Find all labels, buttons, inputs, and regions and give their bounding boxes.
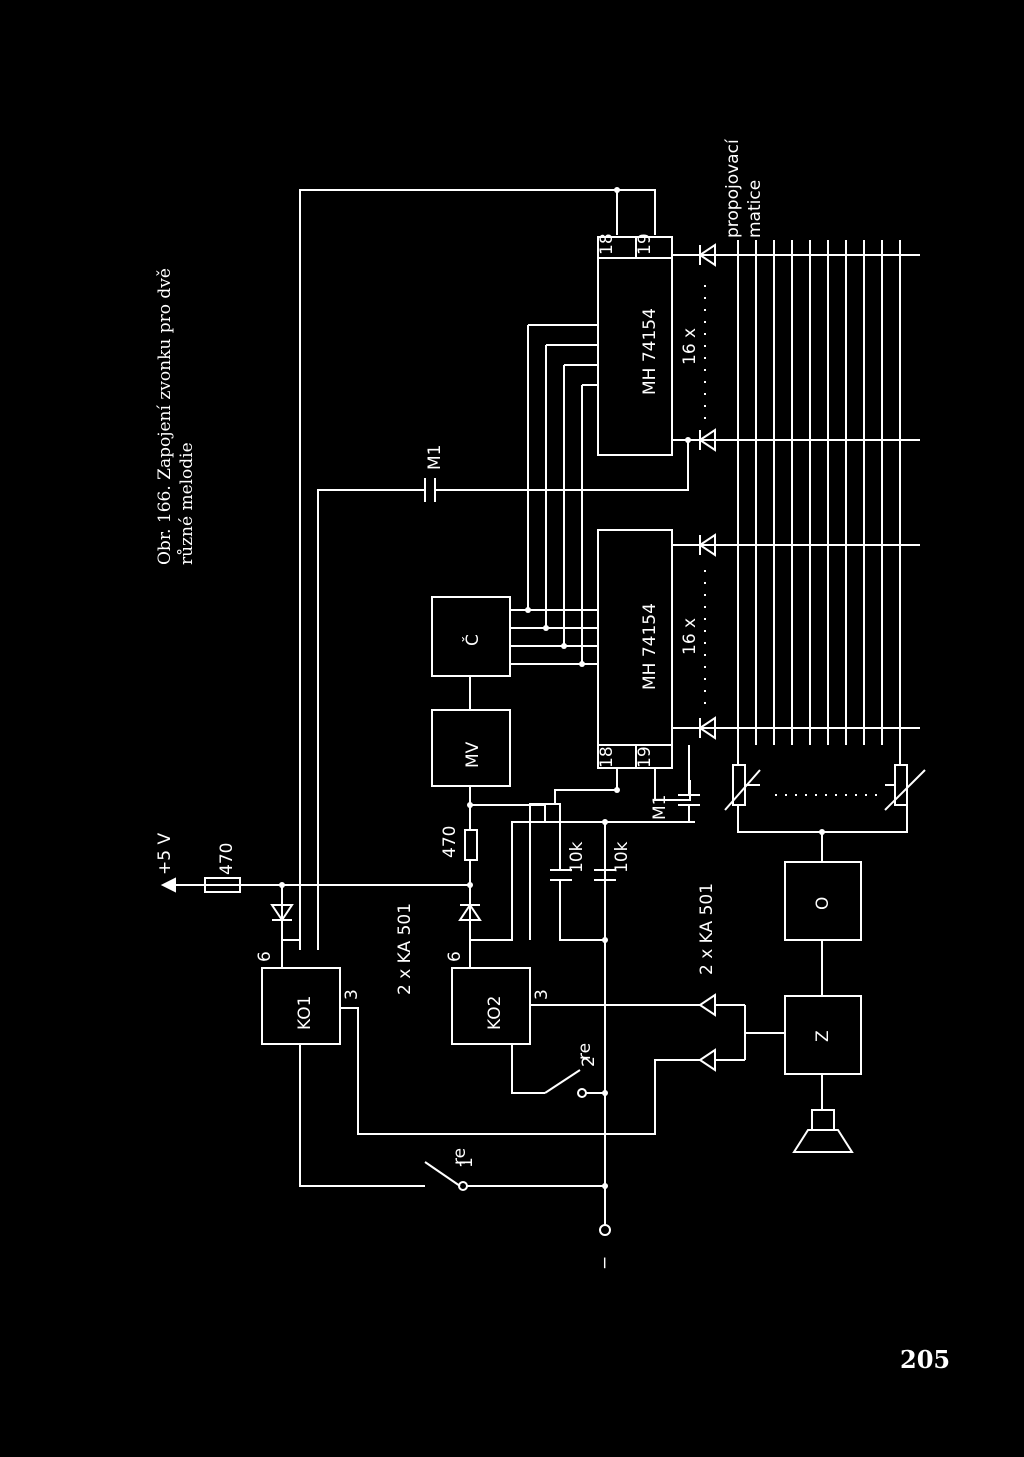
osc-label: O	[813, 897, 833, 910]
ko1-pin3: 3	[342, 989, 362, 1000]
capacitor-m1-top: M1	[424, 445, 445, 502]
cap-m1-bottom-label: M1	[650, 795, 670, 820]
capacitor-m1-bottom: M1	[650, 745, 700, 822]
amp-label: Z	[813, 1030, 833, 1042]
count16-lower: 16 x	[680, 618, 700, 655]
capacitors-10k: 10k 10k	[550, 841, 632, 941]
speaker-icon	[792, 1109, 854, 1153]
count16-upper: 16 x	[680, 328, 700, 365]
ic1-pin19: 19	[635, 233, 655, 255]
ic2-pin19: 19	[635, 746, 655, 768]
ko1-pin6: 6	[255, 951, 275, 962]
ko2-block: KO2 470 6 3 re 2	[440, 790, 700, 1098]
matrix-label-2: matice	[745, 180, 765, 238]
ic-mh74154-upper: 18 19 MH 74154	[597, 233, 691, 456]
ko1-label: KO1	[295, 996, 315, 1030]
ic-mh74154-lower: 18 19 MH 74154	[554, 529, 691, 805]
cap-m1-top-label: M1	[425, 445, 445, 470]
connection-matrix: propojovací matice	[723, 138, 901, 745]
counter-block: Č	[431, 324, 598, 677]
amplifier-block: Z	[698, 993, 862, 1110]
mv-label: MV	[463, 741, 483, 768]
matrix-label-1: propojovací	[723, 138, 743, 238]
counter-label: Č	[461, 634, 483, 646]
potentiometers	[724, 745, 926, 862]
ko2-pin3: 3	[532, 989, 552, 1000]
ground-label: −	[595, 1256, 615, 1270]
matrix-diodes: 16 x 16 x	[672, 243, 920, 740]
re1-label: re	[450, 1148, 470, 1165]
ko2-pin6: 6	[445, 951, 465, 962]
cap-10k-b-label: 10k	[612, 841, 632, 873]
resistor-470-a-label: 470	[217, 843, 237, 875]
diodes-label-2: 2 x KA 501	[697, 883, 717, 975]
ic2-pin18: 18	[597, 746, 617, 768]
caption-line1: Obr. 166. Zapojení zvonku pro dvě	[155, 268, 175, 565]
ic1-pin18: 18	[597, 233, 617, 255]
resistor-470-b-label: 470	[440, 826, 460, 858]
page-number: 205	[900, 1345, 950, 1374]
supply-section: +5 V 470	[155, 833, 473, 893]
ko2-label: KO2	[485, 996, 505, 1030]
re2-sub: 2	[579, 1056, 599, 1067]
supply-label: +5 V	[155, 833, 175, 875]
mv-block: MV	[431, 676, 546, 822]
ic2-label: MH 74154	[640, 603, 660, 690]
caption-line2: různé melodie	[177, 442, 197, 565]
switch-re1: re 1	[424, 1148, 608, 1191]
ic1-label: MH 74154	[640, 308, 660, 395]
cap-10k-a-label: 10k	[567, 841, 587, 873]
ko1-block: KO1 6 3	[255, 885, 700, 1187]
diodes-label-1: 2 x KA 501	[395, 903, 415, 995]
re2-label: re	[575, 1043, 595, 1060]
top-wiring	[299, 187, 689, 950]
re1-sub: 1	[457, 1157, 477, 1168]
oscillator-block: O	[784, 861, 862, 996]
